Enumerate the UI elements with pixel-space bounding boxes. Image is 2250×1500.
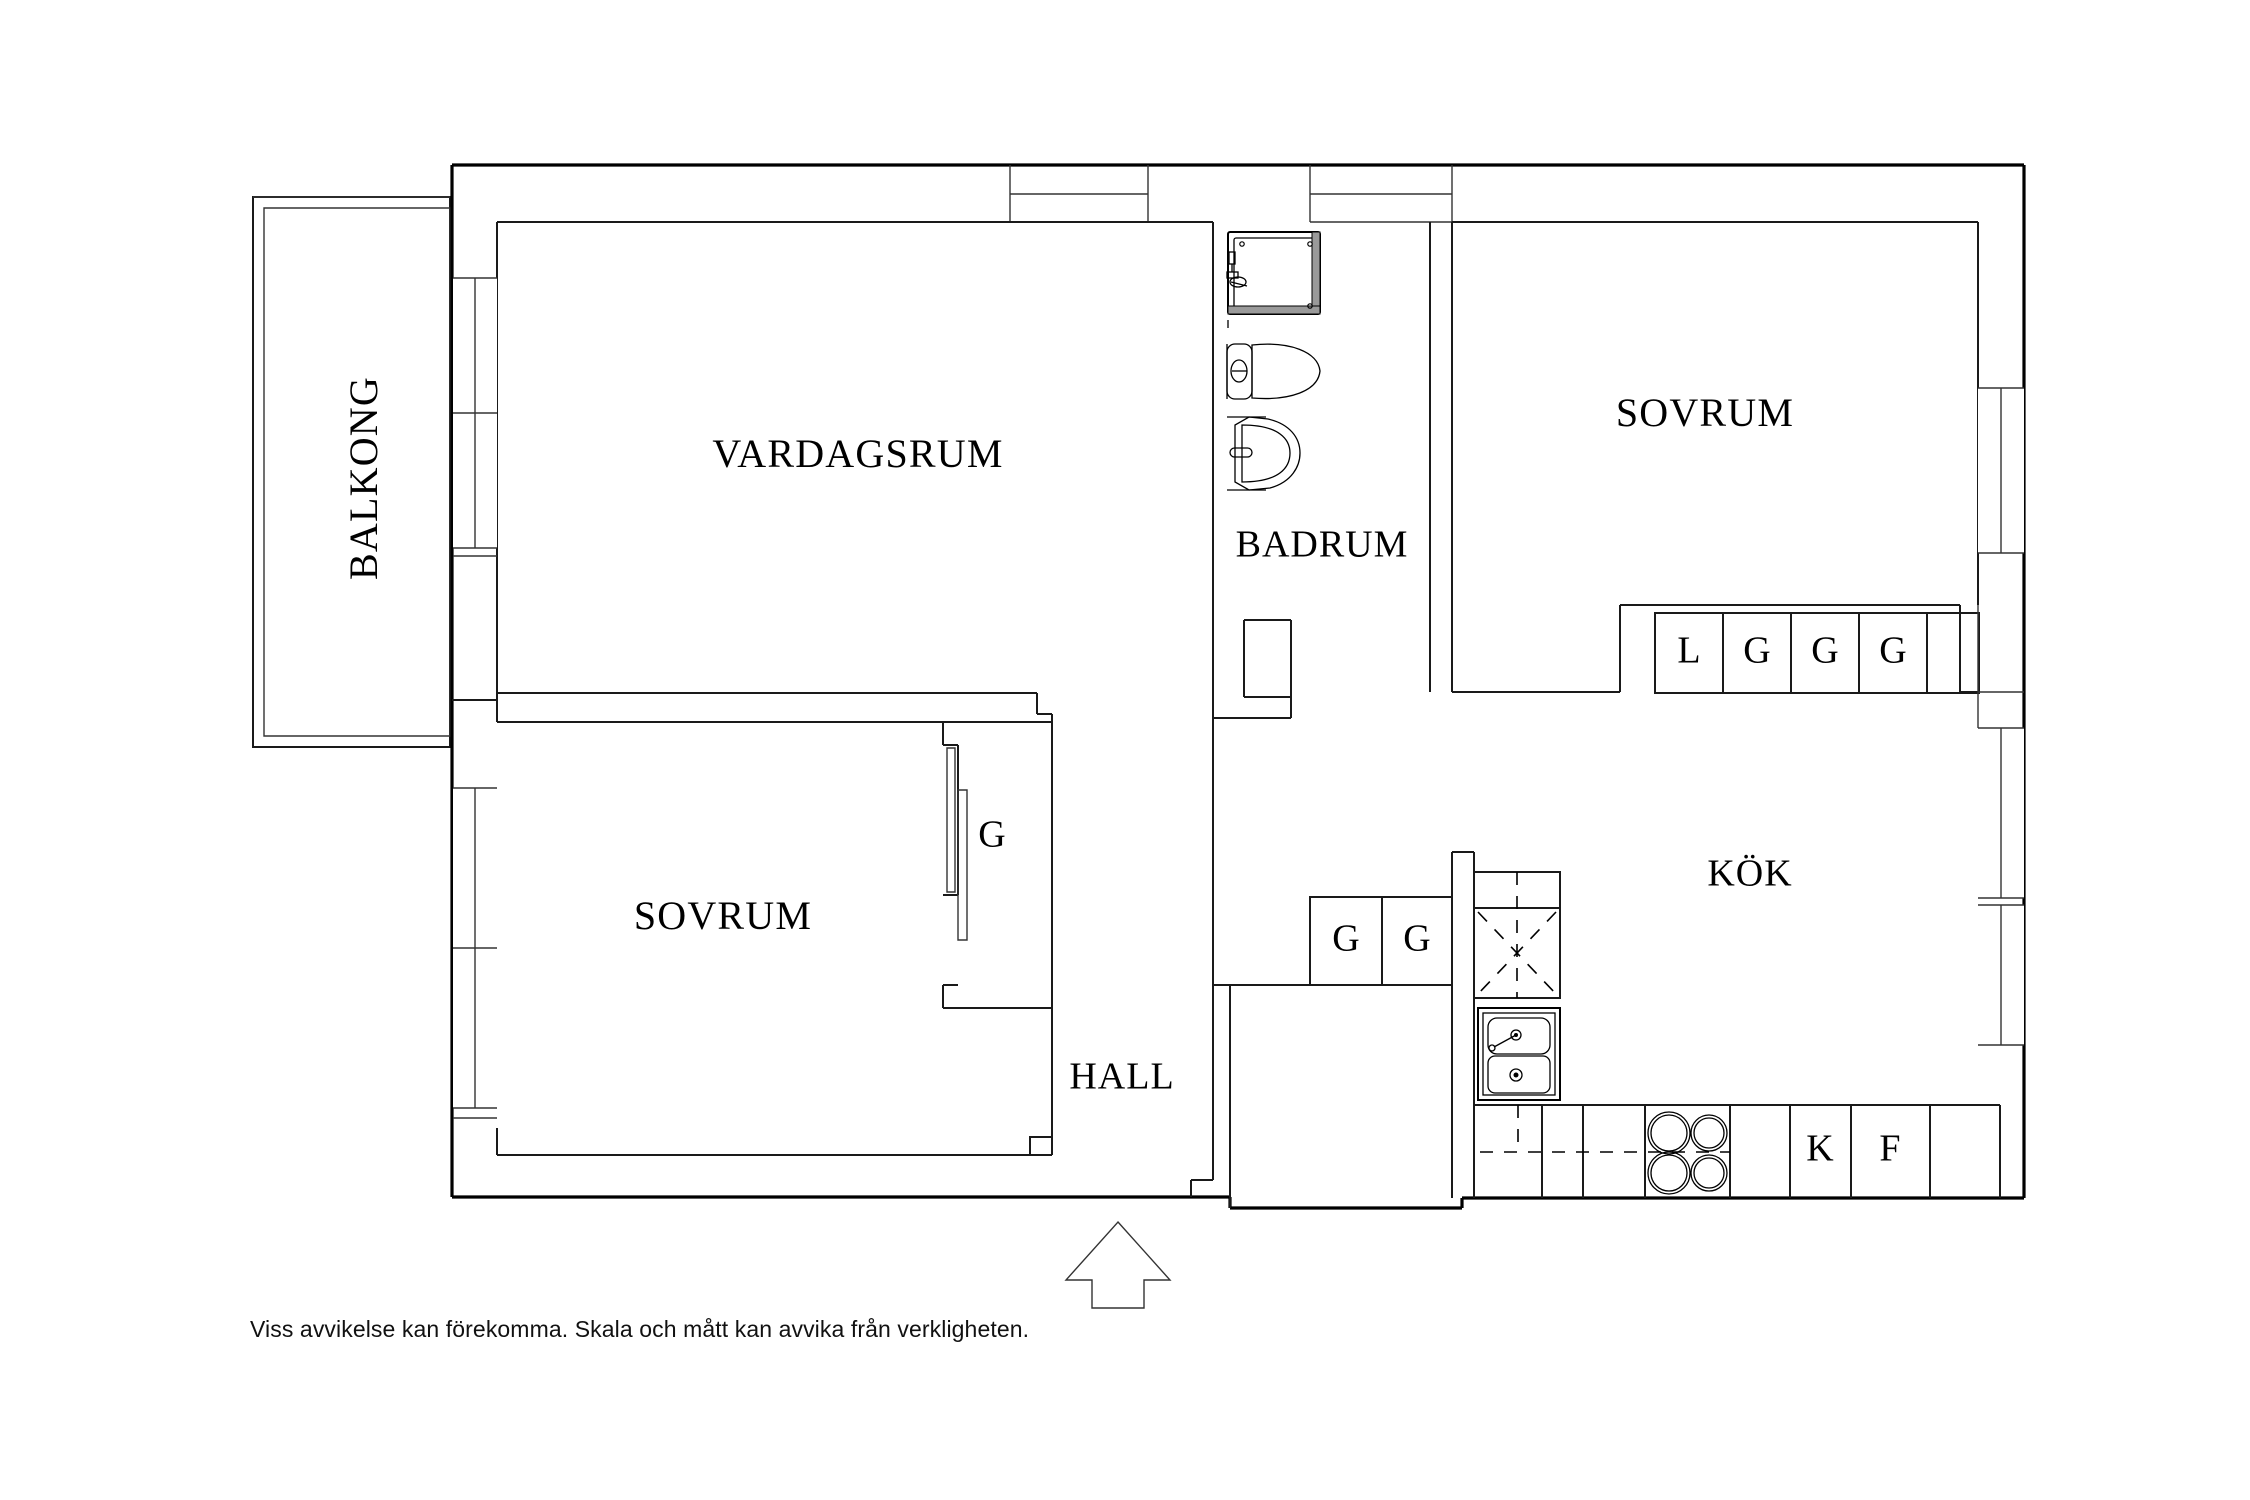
kitchen-counter-run <box>1473 1104 2001 1198</box>
stove-cooktop-icon <box>1647 1111 1728 1195</box>
balcony-door-windows <box>453 277 497 557</box>
appliance-label-freezer: F <box>1879 1128 1900 1170</box>
shower-cabin-icon <box>1226 231 1321 328</box>
closet-label-hall-1: G <box>1403 918 1430 960</box>
room-hall-walls <box>1190 725 1452 1208</box>
room-sovrum-bottom-walls <box>452 699 1053 1156</box>
room-label-balkong: BALKONG <box>341 376 386 580</box>
closet-row-sovrum-top <box>1654 612 1980 694</box>
dishwasher-icon <box>1473 871 1561 999</box>
sovrum-top-windows <box>1978 387 2024 554</box>
room-label-sovrum-top: SOVRUM <box>1616 390 1794 435</box>
walkin-closet-sovrum-bottom <box>942 722 1052 1009</box>
balcony-outline <box>252 196 451 748</box>
closet-label-sovrum-top-2: G <box>1811 630 1838 672</box>
room-label-hall: HALL <box>1069 1056 1174 1098</box>
closet-label-sovrum-top-1: G <box>1743 630 1770 672</box>
disclaimer-caption: Viss avvikelse kan förekomma. Skala och … <box>250 1316 1030 1342</box>
closet-row-hall <box>1309 896 1453 986</box>
room-label-vardagsrum: VARDAGSRUM <box>712 431 1003 476</box>
right-wall-mid-segment <box>1977 605 2024 728</box>
closet-label-sovrum-top-3: G <box>1879 630 1906 672</box>
entrance-arrow <box>1064 1220 1172 1309</box>
wall-jog-bedroom-hall <box>1029 1136 1053 1155</box>
sovrum-bottom-windows <box>453 787 497 1119</box>
closet-label-hall-0: G <box>1332 918 1359 960</box>
room-badrum-walls <box>1212 222 1431 719</box>
kok-windows <box>1978 727 2024 1046</box>
room-label-kok: KÖK <box>1707 853 1792 895</box>
room-kok-walls <box>1451 851 1475 1198</box>
toilet-icon <box>1226 343 1321 400</box>
room-sovrum-top-walls <box>1451 221 1979 693</box>
bathroom-sink-icon <box>1227 416 1301 491</box>
appliance-label-fridge: K <box>1806 1128 1834 1170</box>
top-wall-segments <box>1009 165 1453 223</box>
room-label-badrum: BADRUM <box>1236 524 1409 566</box>
closet-label-sovrum-bottom-g: G <box>978 814 1005 856</box>
kitchen-sink-icon <box>1477 1007 1561 1101</box>
apartment-outer-walls <box>450 163 2026 1210</box>
room-label-sovrum-bottom: SOVRUM <box>634 893 812 938</box>
closet-label-sovrum-top-0: L <box>1677 630 1700 672</box>
